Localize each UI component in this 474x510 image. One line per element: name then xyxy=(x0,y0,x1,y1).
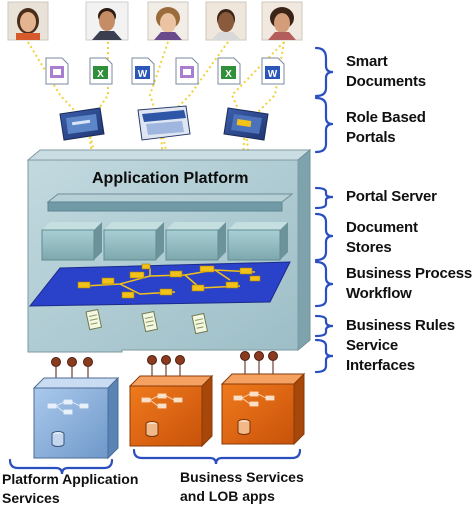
platform-title: Application Platform xyxy=(92,170,249,187)
person-photo-icon xyxy=(205,1,247,41)
application-platform xyxy=(26,148,312,353)
layer-label-smart-documents: Smart Documents xyxy=(346,52,426,92)
layer-label-line: Portals xyxy=(346,129,396,146)
business-rule-icons xyxy=(85,308,209,335)
service-interface-knobs xyxy=(51,351,278,378)
layer-label-line: Business Rules xyxy=(346,317,455,334)
bottom-label-line: and LOB apps xyxy=(180,488,275,504)
portal-screen-icon xyxy=(137,105,191,141)
workflow-plane xyxy=(28,261,291,307)
label-platform-application-services: Platform Application Services xyxy=(2,470,138,508)
excel-document-icon: X xyxy=(217,57,241,85)
portal-screens-row xyxy=(59,105,269,141)
layer-label-service-interfaces: Service Interfaces xyxy=(346,336,415,376)
svg-text:X: X xyxy=(225,69,232,80)
person-photo-icon xyxy=(261,1,303,41)
person-photo-icon xyxy=(147,1,189,41)
layer-label-line: Service xyxy=(346,337,398,354)
word-document-icon: W xyxy=(261,57,285,85)
layer-braces xyxy=(314,46,334,374)
word-document-icon: W xyxy=(131,57,155,85)
document-store-boxes xyxy=(41,222,288,261)
people-row xyxy=(7,1,303,41)
infopath-document-icon xyxy=(175,57,199,85)
layer-label-line: Documents xyxy=(346,73,426,90)
layer-label-line: Business Process xyxy=(346,265,473,282)
label-business-services: Business Services and LOB apps xyxy=(180,468,304,506)
database-cylinder-icon xyxy=(51,431,65,447)
platform-services-cube xyxy=(32,376,120,460)
layer-label-line: Portal Server xyxy=(346,188,437,205)
excel-document-icon: X xyxy=(89,57,113,85)
layer-label-line: Role Based xyxy=(346,109,426,126)
layer-label-line: Smart xyxy=(346,53,388,70)
svg-text:X: X xyxy=(97,69,104,80)
business-services-cube xyxy=(128,374,214,448)
layer-label-line: Stores xyxy=(346,239,392,256)
person-photo-icon xyxy=(7,1,49,41)
database-cylinder-icon xyxy=(237,419,251,435)
layer-label-business-process-workflow: Business Process Workflow xyxy=(346,264,472,304)
person-photo-icon xyxy=(85,1,129,41)
infopath-document-icon xyxy=(45,57,69,85)
database-cylinder-icon xyxy=(145,421,159,437)
layer-label-document-stores: Document Stores xyxy=(346,218,418,258)
portal-screen-icon xyxy=(223,107,269,141)
bottom-label-line: Platform Application xyxy=(2,471,139,487)
layer-label-line: Interfaces xyxy=(346,357,415,374)
svg-text:W: W xyxy=(268,69,278,80)
layer-label-business-rules: Business Rules xyxy=(346,316,455,336)
layer-label-portal-server: Portal Server xyxy=(346,187,437,207)
layer-label-line: Workflow xyxy=(346,285,412,302)
bottom-label-line: Services xyxy=(2,490,60,506)
bottom-label-line: Business Services xyxy=(180,469,304,485)
document-icons-row: X W X W xyxy=(45,57,285,85)
svg-text:W: W xyxy=(138,69,148,80)
business-services-cube xyxy=(220,372,306,446)
layer-label-line: Document xyxy=(346,219,418,236)
layer-label-role-based-portals: Role Based Portals xyxy=(346,108,426,148)
portal-screen-icon xyxy=(59,107,105,141)
bottom-braces xyxy=(8,448,302,475)
